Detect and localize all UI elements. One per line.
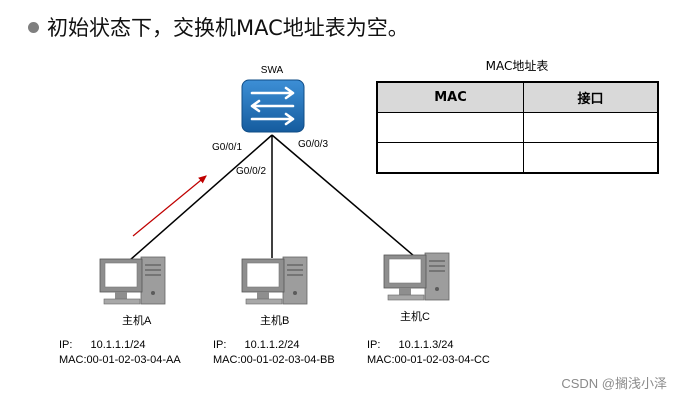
host-b[interactable]: 主机B bbox=[241, 256, 308, 327]
port-label-1: G0/0/1 bbox=[212, 142, 242, 153]
host-c-info: IP: 10.1.1.3/24 MAC:00-01-02-03-04-CC bbox=[367, 338, 490, 368]
link-a bbox=[129, 134, 273, 261]
switch-arrows-icon bbox=[250, 86, 295, 126]
traffic-arrow bbox=[132, 175, 207, 237]
ip-label: IP: bbox=[59, 339, 73, 351]
bullet-icon bbox=[28, 22, 39, 33]
table-cell bbox=[523, 112, 659, 143]
mac-table: MAC 接口 bbox=[376, 81, 659, 174]
table-cell bbox=[376, 142, 524, 174]
link-c bbox=[271, 134, 415, 257]
host-label: 主机C bbox=[400, 309, 430, 323]
watermark: CSDN @搁浅小泽 bbox=[561, 376, 667, 391]
table-row bbox=[376, 112, 659, 143]
host-label: 主机A bbox=[122, 313, 152, 327]
switch-label: SWA bbox=[261, 65, 284, 76]
ip-label: IP: bbox=[367, 339, 381, 351]
ip-value: 10.1.1.3/24 bbox=[398, 339, 454, 351]
ip-label: IP: bbox=[213, 339, 227, 351]
table-cell bbox=[523, 142, 659, 174]
host-a[interactable]: 主机A bbox=[99, 256, 166, 327]
mac-table-title: MAC地址表 bbox=[485, 59, 549, 73]
pc-icon bbox=[241, 256, 308, 305]
slide-heading: 初始状态下，交换机MAC地址表为空。 bbox=[28, 14, 409, 42]
table-cell bbox=[376, 112, 524, 143]
column-header-interface: 接口 bbox=[523, 81, 659, 113]
ip-value: 10.1.1.2/24 bbox=[244, 339, 300, 351]
host-a-info: IP: 10.1.1.1/24 MAC:00-01-02-03-04-AA bbox=[59, 338, 181, 368]
mac-value: MAC:00-01-02-03-04-CC bbox=[367, 354, 490, 366]
table-header-row: MAC 接口 bbox=[376, 81, 659, 113]
host-b-info: IP: 10.1.1.2/24 MAC:00-01-02-03-04-BB bbox=[213, 338, 335, 368]
pc-icon bbox=[383, 252, 450, 301]
pc-icon bbox=[99, 256, 166, 305]
port-label-2: G0/0/2 bbox=[236, 166, 266, 177]
host-c[interactable]: 主机C bbox=[383, 252, 450, 323]
ip-value: 10.1.1.1/24 bbox=[90, 339, 146, 351]
heading-text: 初始状态下，交换机MAC地址表为空。 bbox=[47, 16, 409, 40]
column-header-mac: MAC bbox=[376, 81, 524, 113]
mac-value: MAC:00-01-02-03-04-AA bbox=[59, 354, 181, 366]
table-row bbox=[376, 142, 659, 174]
host-label: 主机B bbox=[260, 313, 289, 327]
switch-swa[interactable]: SWA bbox=[241, 65, 305, 133]
mac-value: MAC:00-01-02-03-04-BB bbox=[213, 354, 335, 366]
port-label-3: G0/0/3 bbox=[298, 139, 328, 150]
